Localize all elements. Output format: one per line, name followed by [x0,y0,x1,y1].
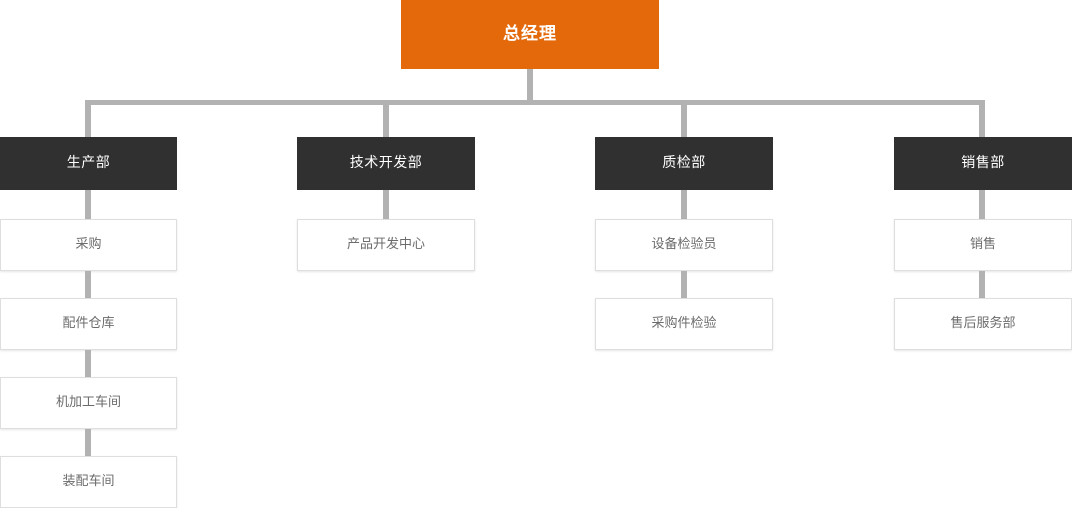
org-node-d1-child-1[interactable]: 采购 [0,219,177,271]
org-node-d4-child-2-label: 售后服务部 [950,316,1016,332]
org-node-department-2[interactable]: 技术开发部 [297,137,475,190]
org-node-department-2-label: 技术开发部 [349,155,423,172]
connector-root-down [527,69,533,105]
connector-dept-2-to-child-1 [383,190,389,219]
connector-bus-to-dept-3 [681,100,687,138]
connector-d4-child-1-to-child-2 [979,271,985,298]
connector-bus-to-dept-2 [383,100,389,138]
org-node-d3-child-2[interactable]: 采购件检验 [595,298,773,350]
org-node-d4-child-2[interactable]: 售后服务部 [894,298,1072,350]
connector-bus-horizontal [86,100,984,105]
org-node-department-1[interactable]: 生产部 [0,137,177,190]
org-node-d1-child-4[interactable]: 装配车间 [0,456,177,508]
org-node-department-4[interactable]: 销售部 [894,137,1072,190]
org-node-d1-child-3[interactable]: 机加工车间 [0,377,177,429]
org-node-d1-child-2-label: 配件仓库 [62,316,115,332]
connector-d1-child-1-to-child-2 [85,271,91,298]
org-node-department-1-label: 生产部 [66,155,111,172]
connector-bus-to-dept-4 [979,100,985,138]
org-node-d1-child-4-label: 装配车间 [62,474,115,490]
org-node-root[interactable]: 总经理 [401,0,659,69]
connector-d3-child-1-to-child-2 [681,271,687,298]
connector-bus-to-dept-1 [85,100,91,138]
org-node-d2-child-1-label: 产品开发中心 [346,237,425,253]
connector-d1-child-2-to-child-3 [85,350,91,377]
org-node-d2-child-1[interactable]: 产品开发中心 [297,219,475,271]
connector-dept-4-to-child-1 [979,190,985,219]
org-node-d3-child-2-label: 采购件检验 [651,316,717,332]
connector-dept-1-to-child-1 [85,190,91,219]
org-node-d1-child-3-label: 机加工车间 [55,395,121,411]
org-node-d3-child-1[interactable]: 设备检验员 [595,219,773,271]
connector-d1-child-3-to-child-4 [85,429,91,456]
org-node-department-3-label: 质检部 [662,155,706,172]
org-node-d1-child-2[interactable]: 配件仓库 [0,298,177,350]
org-node-d1-child-1-label: 采购 [75,237,102,253]
connector-dept-3-to-child-1 [681,190,687,219]
org-node-d4-child-1[interactable]: 销售 [894,219,1072,271]
org-node-department-3[interactable]: 质检部 [595,137,773,190]
org-node-root-label: 总经理 [503,24,557,45]
org-node-d4-child-1-label: 销售 [969,237,996,253]
org-node-d3-child-1-label: 设备检验员 [651,237,717,253]
org-node-department-4-label: 销售部 [961,155,1005,172]
